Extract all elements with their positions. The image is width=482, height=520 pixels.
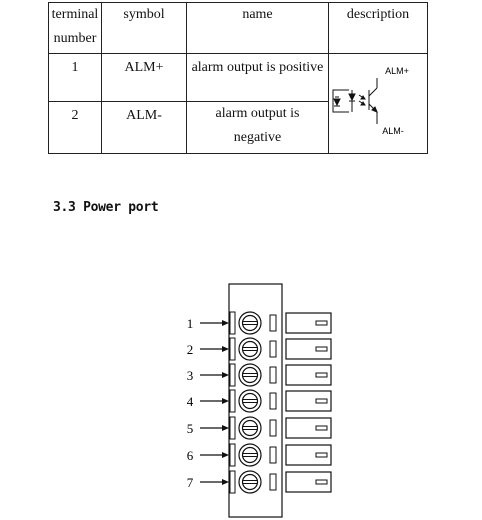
- wire-entry-slot: [269, 473, 277, 491]
- pin-side-tab: [229, 416, 236, 440]
- wire-entry-slot: [269, 314, 277, 332]
- alarm-terminal-table: terminal number symbol name description …: [48, 2, 428, 155]
- plug-tab: [285, 312, 332, 334]
- plug-tab-slot: [315, 320, 328, 326]
- pin-arrow-head-icon: [222, 398, 229, 404]
- optocoupler-description-cell: ALM+ ALM-: [328, 53, 428, 154]
- connector-housing: [228, 283, 283, 518]
- pin-side-tab: [229, 443, 236, 467]
- pin-side-tab: [229, 470, 236, 494]
- row2-symbol: ALM-: [101, 100, 187, 155]
- pin-number-label: 3: [187, 368, 194, 383]
- pin-arrow-head-icon: [222, 320, 229, 326]
- optocoupler-diagram: ALM+ ALM-: [332, 66, 409, 136]
- led-diode-icon: [332, 89, 356, 113]
- screw-inner-ring-icon: [241, 446, 259, 464]
- plug-tab: [285, 338, 332, 360]
- header-terminal-line2: number: [53, 31, 97, 46]
- pin-arrow-head-icon: [222, 479, 229, 485]
- pin-number-label: 6: [187, 448, 194, 463]
- wire-entry-slot: [269, 340, 277, 358]
- header-terminal-line1: terminal: [51, 7, 99, 22]
- plug-tab-slot: [315, 425, 328, 431]
- screw-outer-ring-icon: [238, 337, 262, 361]
- header-symbol: symbol: [101, 2, 187, 54]
- screw-outer-ring-icon: [238, 470, 262, 494]
- phototransistor-icon: [368, 78, 378, 124]
- pin-side-tab: [229, 311, 236, 335]
- plug-tab: [285, 390, 332, 412]
- plug-tab: [285, 417, 332, 439]
- row2-name-line1: alarm output is: [215, 105, 300, 121]
- screw-outer-ring-icon: [238, 389, 262, 413]
- row2-terminal: 2: [48, 100, 102, 155]
- pin-number-label: 7: [187, 475, 194, 490]
- pin-side-tab: [229, 337, 236, 361]
- diagram-alm-plus-label: ALM+: [385, 66, 409, 76]
- row1-symbol: ALM+: [101, 53, 187, 102]
- wire-entry-slot: [269, 366, 277, 384]
- plug-tab-slot: [315, 452, 328, 458]
- diagram-alm-minus-label: ALM-: [382, 126, 404, 136]
- pin-arrow-head-icon: [222, 452, 229, 458]
- section-heading-power-port: 3.3 Power port: [53, 200, 159, 215]
- wire-entry-slot: [269, 392, 277, 410]
- plug-tab-slot: [315, 346, 328, 352]
- pin-number-label: 2: [187, 342, 194, 357]
- pin-number-label: 1: [187, 316, 194, 331]
- plug-tab-slot: [315, 479, 328, 485]
- plug-tab: [285, 444, 332, 466]
- screw-outer-ring-icon: [238, 443, 262, 467]
- plug-tab: [285, 471, 332, 493]
- pin-side-tab: [229, 363, 236, 387]
- pin-arrow-head-icon: [222, 372, 229, 378]
- wire-entry-slot: [269, 446, 277, 464]
- screw-inner-ring-icon: [241, 314, 259, 332]
- pin-side-tab: [229, 389, 236, 413]
- plug-tab-slot: [315, 372, 328, 378]
- pin-number-label: 5: [187, 421, 194, 436]
- light-arrows-icon: [358, 94, 366, 106]
- screw-outer-ring-icon: [238, 416, 262, 440]
- row2-name: alarm output is negative: [186, 100, 329, 155]
- connector-pins: 1 2 3 4 5 6 7: [187, 311, 332, 494]
- screw-inner-ring-icon: [241, 419, 259, 437]
- header-description: description: [328, 2, 428, 54]
- wire-entry-slot: [269, 419, 277, 437]
- screw-outer-ring-icon: [238, 311, 262, 335]
- pin-number-label: 4: [187, 394, 194, 409]
- screw-inner-ring-icon: [241, 473, 259, 491]
- pin-arrow-head-icon: [222, 346, 229, 352]
- header-name: name: [186, 2, 329, 54]
- screw-inner-ring-icon: [241, 392, 259, 410]
- header-terminal-number: terminal number: [48, 2, 102, 54]
- screw-inner-ring-icon: [241, 366, 259, 384]
- pin-arrow-head-icon: [222, 425, 229, 431]
- plug-tab: [285, 364, 332, 386]
- screw-inner-ring-icon: [241, 340, 259, 358]
- row2-name-line2: negative: [233, 129, 282, 145]
- row1-name: alarm output is positive: [186, 53, 329, 102]
- screw-outer-ring-icon: [238, 363, 262, 387]
- plug-tab-slot: [315, 398, 328, 404]
